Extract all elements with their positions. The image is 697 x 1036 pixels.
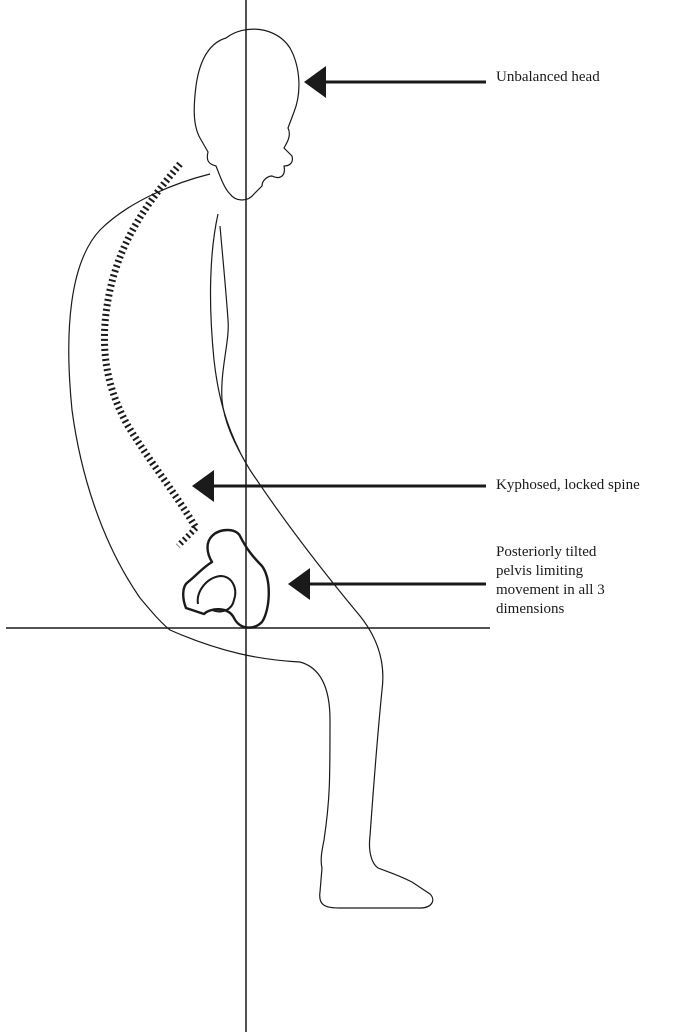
back-contour	[69, 174, 433, 908]
front-contour	[211, 214, 240, 452]
label-posterior-pelvis: Posteriorly tilted pelvis limiting movem…	[496, 543, 696, 619]
pelvis-outline	[183, 530, 269, 628]
pelvis-inner	[198, 576, 235, 612]
pelvis-arrow-head	[288, 568, 310, 600]
head-arrow-head	[304, 66, 326, 98]
label-unbalanced-head: Unbalanced head	[496, 68, 600, 87]
label-kyphosed-spine: Kyphosed, locked spine	[496, 476, 640, 495]
spine-vertebrae	[104, 164, 196, 528]
spine-arrow-head	[192, 470, 214, 502]
spine-vertebrae-tail	[178, 528, 196, 546]
